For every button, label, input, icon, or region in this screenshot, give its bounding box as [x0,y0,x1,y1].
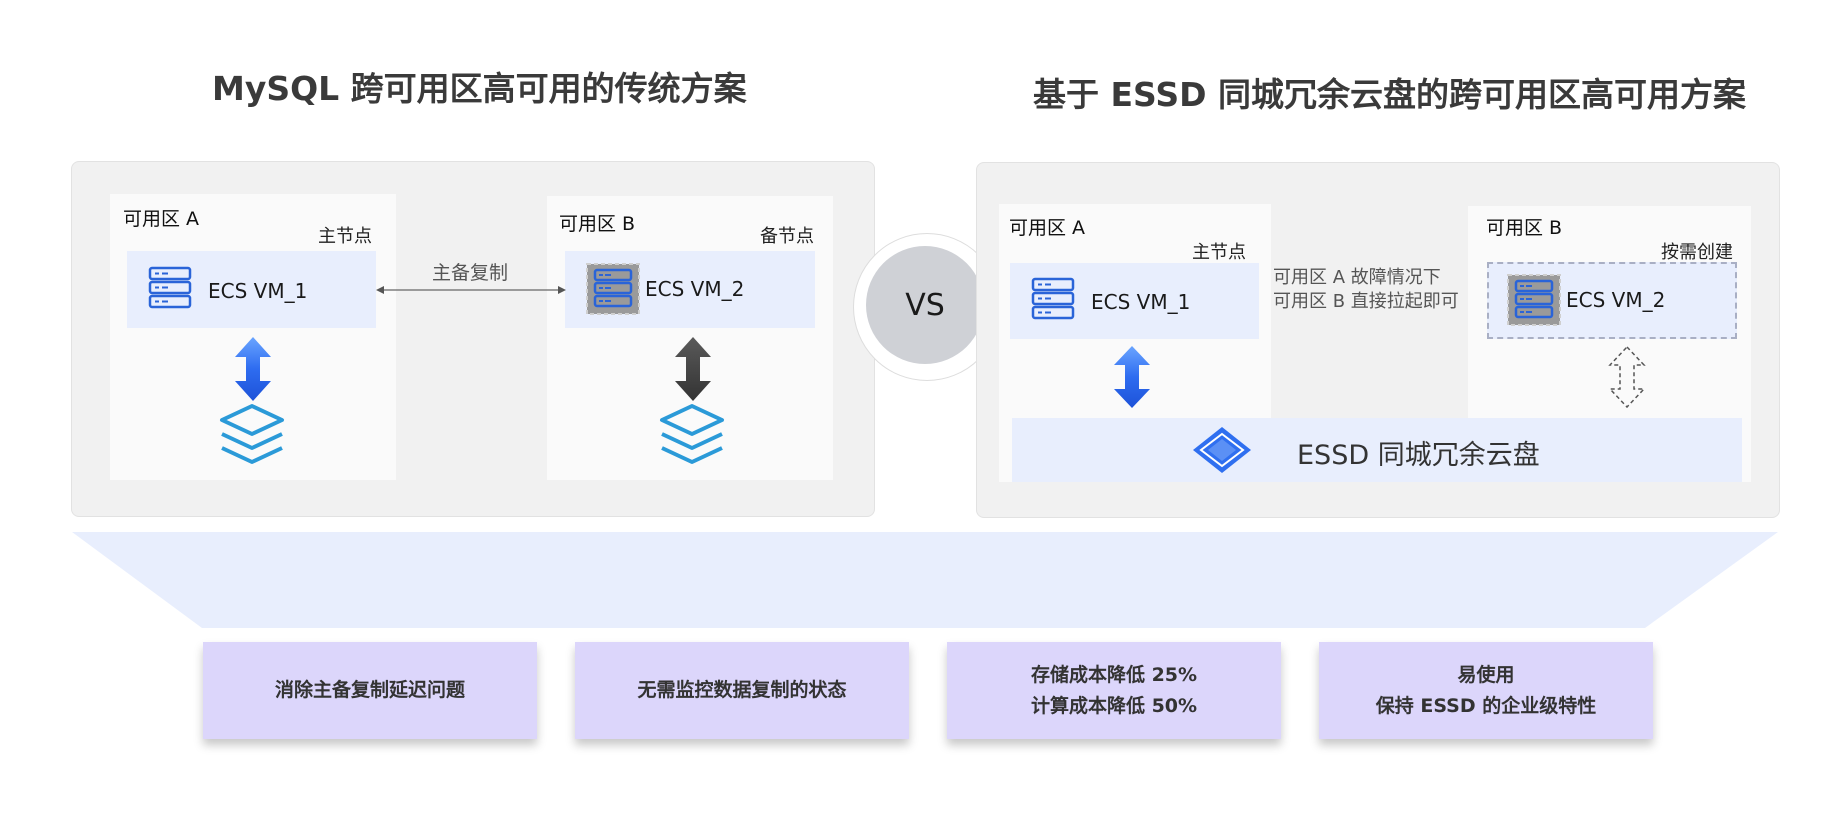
zone-b-label: 可用区 B [559,213,636,235]
zone-a-label: 可用区 A [123,208,200,230]
stack-icon [659,403,725,465]
server-icon [148,266,192,310]
feature-text: 无需监控数据复制的状态 [637,679,847,701]
failover-note-line-2: 可用区 B 直接拉起即可 [1273,291,1459,312]
replication-arrow-icon [376,283,566,297]
bidirectional-arrow-icon [675,337,711,401]
ecs-vm-1-card[interactable] [1010,263,1259,339]
feature-text-line-1: 易使用 [1457,663,1515,686]
bidirectional-arrow-icon [1608,345,1646,409]
left-title: MySQL 跨可用区高可用的传统方案 [212,69,747,108]
vs-label: VS [866,246,984,364]
replication-label: 主备复制 [432,262,509,284]
feature-text: 消除主备复制延迟问题 [274,679,465,701]
feature-card-2: 无需监控数据复制的状态 [575,642,909,739]
server-icon [1031,277,1075,321]
ecs-vm-2-label: ECS VM_2 [645,277,745,301]
feature-card-3: 存储成本降低 25% 计算成本降低 50% [947,642,1281,739]
standby-node-label: 备节点 [760,226,814,247]
failover-note: 可用区 A 故障情况下 可用区 B 直接拉起即可 [1273,266,1459,314]
zone-b-label: 可用区 B [1486,217,1563,239]
on-demand-label: 按需创建 [1661,242,1733,263]
feature-text-line-2: 计算成本降低 50% [1030,694,1198,717]
essd-disk-bar[interactable] [1012,418,1742,482]
server-icon [1507,274,1561,326]
feature-card-1: 消除主备复制延迟问题 [203,642,537,739]
bidirectional-arrow-icon [1114,346,1150,408]
server-icon [586,263,640,315]
feature-text-line-2: 保持 ESSD 的企业级特性 [1375,694,1597,717]
ecs-vm-1-card[interactable] [127,251,376,328]
feature-text-line-1: 存储成本降低 25% [1030,663,1198,686]
essd-disk-label: ESSD 同城冗余云盘 [1297,440,1540,471]
primary-node-label: 主节点 [318,226,372,247]
ecs-vm-2-label: ECS VM_2 [1566,288,1666,312]
failover-note-line-1: 可用区 A 故障情况下 [1273,267,1441,288]
diamond-icon [1191,425,1253,475]
ecs-vm-1-label: ECS VM_1 [208,279,308,303]
bidirectional-arrow-icon [235,337,271,401]
ecs-vm-1-label: ECS VM_1 [1091,290,1191,314]
feature-card-4: 易使用 保持 ESSD 的企业级特性 [1319,642,1653,739]
primary-node-label: 主节点 [1192,242,1246,263]
stack-icon [219,403,285,465]
right-title: 基于 ESSD 同城冗余云盘的跨可用区高可用方案 [1033,75,1746,114]
zone-a-label: 可用区 A [1009,217,1086,239]
